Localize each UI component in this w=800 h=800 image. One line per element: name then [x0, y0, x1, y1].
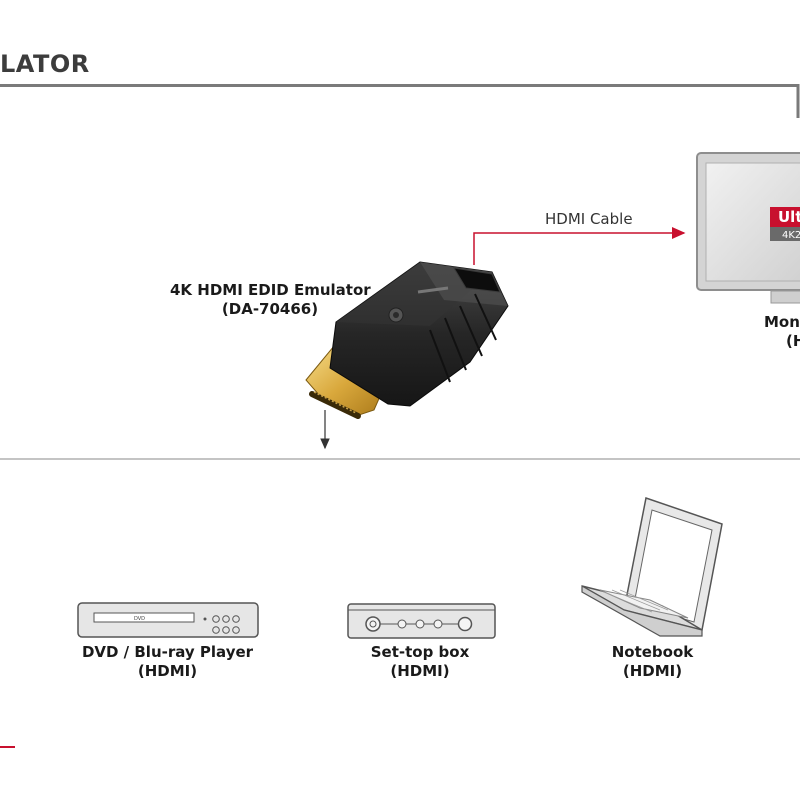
device-port: (HDMI)	[137, 662, 198, 680]
device-label-notebook: Notebook (HDMI)	[590, 643, 715, 681]
monitor-badge-bottom: 4K2	[782, 230, 800, 241]
edid-emulator-icon	[305, 261, 509, 419]
device-label-dvd: DVD / Blu-ray Player (HDMI)	[70, 643, 265, 681]
diagram-title: LATOR	[0, 50, 90, 78]
device-name: DVD / Blu-ray Player	[81, 643, 254, 661]
set-top-box-icon	[347, 603, 496, 639]
device-name: Notebook	[611, 643, 694, 661]
device-port: (HDMI)	[622, 662, 683, 680]
device-port: (HDMI)	[390, 662, 450, 680]
monitor-label: Mon (H	[764, 313, 800, 351]
emulator-name: 4K HDMI EDID Emulator	[170, 281, 371, 299]
monitor-icon	[696, 152, 800, 304]
hdmi-cable-line	[473, 227, 686, 265]
hdmi-cable-label: HDMI Cable	[545, 210, 633, 228]
emulator-model: (DA-70466)	[221, 300, 319, 318]
dvd-player-icon: DVD	[77, 602, 259, 638]
notebook-icon	[581, 497, 723, 637]
monitor-label-line1: Mon	[764, 313, 800, 331]
monitor-badge-top: Ult	[778, 208, 800, 226]
emulator-label: 4K HDMI EDID Emulator (DA-70466)	[170, 281, 371, 319]
device-name: Set-top box	[370, 643, 470, 661]
svg-text:DVD: DVD	[134, 616, 145, 622]
monitor-label-line2: (H	[786, 332, 800, 350]
device-label-set-top-box: Set-top box (HDMI)	[340, 643, 500, 681]
header-rule	[0, 84, 800, 118]
